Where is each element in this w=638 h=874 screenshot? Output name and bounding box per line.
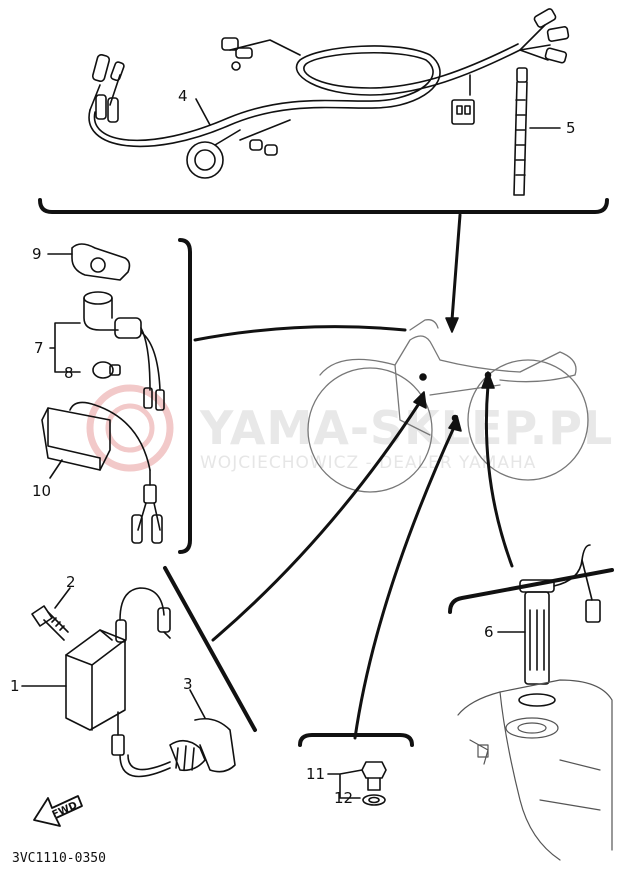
sensor-drawing: [83, 291, 165, 411]
leader-3: [189, 689, 206, 719]
callout-6: 6: [484, 623, 494, 641]
bulb-drawing: [92, 361, 121, 379]
callout-11: 11: [306, 765, 325, 783]
callout-2: 2: [66, 573, 76, 591]
bracket-top: [38, 198, 609, 214]
fwd-arrow-icon: [33, 795, 83, 827]
fuel-tank-drawing: [457, 679, 613, 861]
fuel-sender-drawing: [518, 544, 601, 707]
callout-labels: 4 5 9 7 8 10 2 1 3 6 11 12: [10, 87, 576, 807]
callout-4: 4: [178, 87, 188, 105]
regulator-drawing: [41, 401, 163, 544]
leader-2: [54, 587, 71, 609]
plug-cap-drawing: [169, 717, 236, 773]
leader-10: [49, 459, 63, 479]
coil-drawing: [65, 587, 171, 778]
leader-11-12: [327, 769, 363, 799]
leader-7: [49, 322, 81, 373]
callout-9: 9: [32, 245, 42, 263]
cable-tie-drawing: [513, 67, 528, 196]
bracket-coil: [163, 566, 257, 732]
bolt-washer-drawing: [361, 761, 387, 806]
plate-drawing: [71, 243, 131, 281]
callout-3: 3: [183, 675, 193, 693]
watermark-main: YAMA-SKLEP.PL: [199, 401, 613, 455]
watermark: YAMA-SKLEP.PL WOJCIECHOWICZ - DEALER YAM…: [86, 384, 613, 473]
callout-8: 8: [64, 364, 74, 382]
watermark-sub: WOJCIECHOWICZ - DEALER YAMAHA: [200, 453, 536, 473]
callout-5: 5: [566, 119, 576, 137]
bracket-left: [178, 238, 192, 554]
callout-7: 7: [34, 339, 44, 357]
callout-10: 10: [32, 482, 51, 500]
bracket-tank: [448, 568, 614, 614]
leader-arrows: [193, 213, 514, 740]
callout-1: 1: [10, 677, 20, 695]
bolt-drawing: [31, 605, 69, 641]
bracket-bolt: [298, 733, 414, 747]
wire-harness-drawing: [88, 8, 570, 179]
leader-4: [195, 98, 211, 126]
callout-12: 12: [334, 789, 353, 807]
part-code: 3VC1110-0350: [12, 851, 106, 866]
